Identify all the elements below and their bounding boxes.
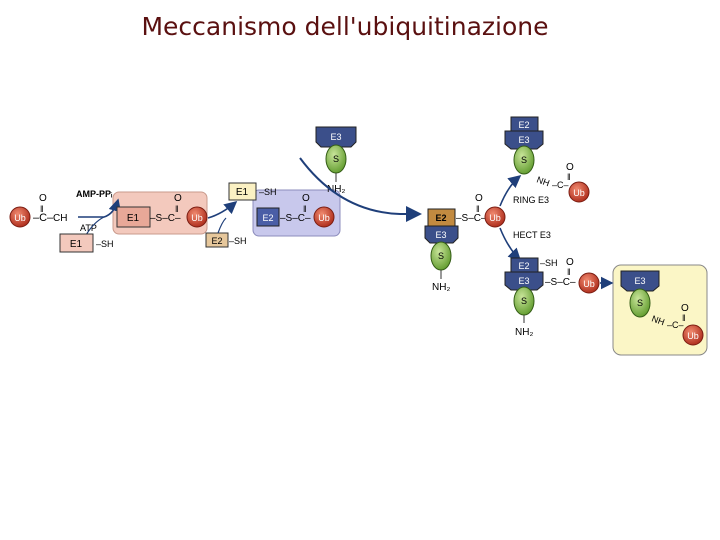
substrate-ring bbox=[513, 145, 535, 175]
e2-box-free bbox=[205, 232, 229, 248]
svg-text:E3: E3 bbox=[518, 135, 529, 145]
svg-text:Ub: Ub bbox=[687, 331, 699, 341]
ub-hect-intermediate: Ub bbox=[578, 272, 600, 294]
e1-thioester-bond: –S–C– bbox=[150, 213, 181, 224]
nh2-top: NH₂ bbox=[327, 184, 345, 195]
ub-ring-product: Ub bbox=[568, 181, 590, 203]
svg-text:S: S bbox=[333, 154, 339, 164]
svg-text:E2: E2 bbox=[262, 213, 273, 223]
arrow-ring-branch bbox=[499, 174, 522, 207]
ub-on-e1: Ub bbox=[186, 206, 208, 228]
carbonyl-o: O bbox=[39, 193, 47, 204]
e1-box-released bbox=[228, 182, 257, 201]
ring-e3-label: RING E3 bbox=[513, 195, 549, 205]
arrow-e2-in bbox=[217, 217, 227, 234]
svg-text:O: O bbox=[566, 162, 574, 173]
e3-central-box bbox=[424, 225, 459, 244]
e3-top-box bbox=[315, 126, 357, 148]
svg-text:Ub: Ub bbox=[489, 213, 501, 223]
central-thioester-bond: –S–C– bbox=[456, 213, 487, 224]
hect-thioester-bond: –S–C– bbox=[545, 277, 576, 288]
slide-title: Meccanismo dell'ubiquitinazione bbox=[141, 12, 549, 41]
amp-ppi-label: AMP-PPᵢ bbox=[76, 189, 113, 199]
e3-final-box bbox=[620, 270, 660, 292]
e1-box-free bbox=[59, 233, 94, 253]
arrow-to-e2e3 bbox=[299, 157, 422, 222]
svg-text:O: O bbox=[475, 193, 483, 204]
svg-text:–C–: –C– bbox=[552, 180, 569, 190]
double-bond: ‖ bbox=[40, 204, 44, 214]
e2-thioester-bond: –S–C– bbox=[280, 213, 311, 224]
svg-text:E2: E2 bbox=[435, 213, 446, 223]
svg-text:E1: E1 bbox=[127, 213, 140, 224]
svg-text:E3: E3 bbox=[518, 276, 529, 286]
substrate-final bbox=[629, 288, 651, 318]
svg-text:E3: E3 bbox=[330, 132, 341, 142]
arrow-atp-in bbox=[85, 216, 105, 236]
ub-final-product: Ub bbox=[682, 324, 704, 346]
atp-label: ATP bbox=[80, 223, 97, 233]
e1-box bbox=[116, 206, 151, 228]
svg-text:‖: ‖ bbox=[175, 204, 179, 214]
svg-text:O: O bbox=[566, 257, 574, 268]
e1-sh-label: –SH bbox=[96, 239, 114, 249]
svg-text:E1: E1 bbox=[236, 187, 249, 198]
svg-text:E2: E2 bbox=[518, 120, 529, 130]
svg-text:E2: E2 bbox=[518, 261, 529, 271]
ub-on-e2: Ub bbox=[313, 206, 335, 228]
svg-text:‖: ‖ bbox=[567, 267, 571, 277]
svg-text:‖: ‖ bbox=[682, 313, 686, 323]
ub-free: Ub bbox=[9, 206, 31, 228]
svg-text:Ub: Ub bbox=[14, 213, 26, 223]
svg-text:‖: ‖ bbox=[567, 172, 571, 182]
arrow-amp-release bbox=[78, 198, 122, 218]
svg-text:E3: E3 bbox=[634, 276, 645, 286]
svg-text:‖: ‖ bbox=[303, 204, 307, 214]
svg-text:Ub: Ub bbox=[191, 213, 203, 223]
e3-ring-box bbox=[504, 130, 544, 150]
svg-text:O: O bbox=[302, 193, 310, 204]
ring-nh: NH bbox=[535, 174, 551, 188]
nh2-central: NH₂ bbox=[432, 282, 450, 293]
e2-box bbox=[256, 207, 280, 227]
svg-text:O: O bbox=[174, 193, 182, 204]
e2-sh-label: –SH bbox=[229, 236, 247, 246]
svg-text:‖: ‖ bbox=[476, 204, 480, 214]
ch-group: CH bbox=[53, 213, 67, 224]
svg-text:S: S bbox=[521, 296, 527, 306]
nh2-hect: NH₂ bbox=[515, 327, 533, 338]
svg-text:O: O bbox=[681, 303, 689, 314]
e1-released-sh: –SH bbox=[259, 187, 277, 197]
svg-text:–C–: –C– bbox=[667, 320, 684, 330]
svg-text:S: S bbox=[637, 298, 643, 308]
svg-text:S: S bbox=[438, 251, 444, 261]
svg-text:E1: E1 bbox=[70, 239, 83, 250]
svg-text:Ub: Ub bbox=[318, 213, 330, 223]
svg-text:Ub: Ub bbox=[583, 279, 595, 289]
bond-c: –C– bbox=[33, 212, 54, 224]
ub-central: Ub bbox=[484, 206, 506, 228]
svg-text:Ub: Ub bbox=[573, 188, 585, 198]
svg-text:S: S bbox=[521, 155, 527, 165]
svg-text:E2: E2 bbox=[211, 236, 222, 246]
final-nh: NH bbox=[650, 313, 666, 327]
hect-e3-label: HECT E3 bbox=[513, 230, 551, 240]
e3-hect-box bbox=[504, 271, 544, 291]
arrow-e1-to-e2 bbox=[207, 200, 238, 219]
hect-e2-sh: –SH bbox=[540, 258, 558, 268]
svg-text:E3: E3 bbox=[435, 230, 446, 240]
